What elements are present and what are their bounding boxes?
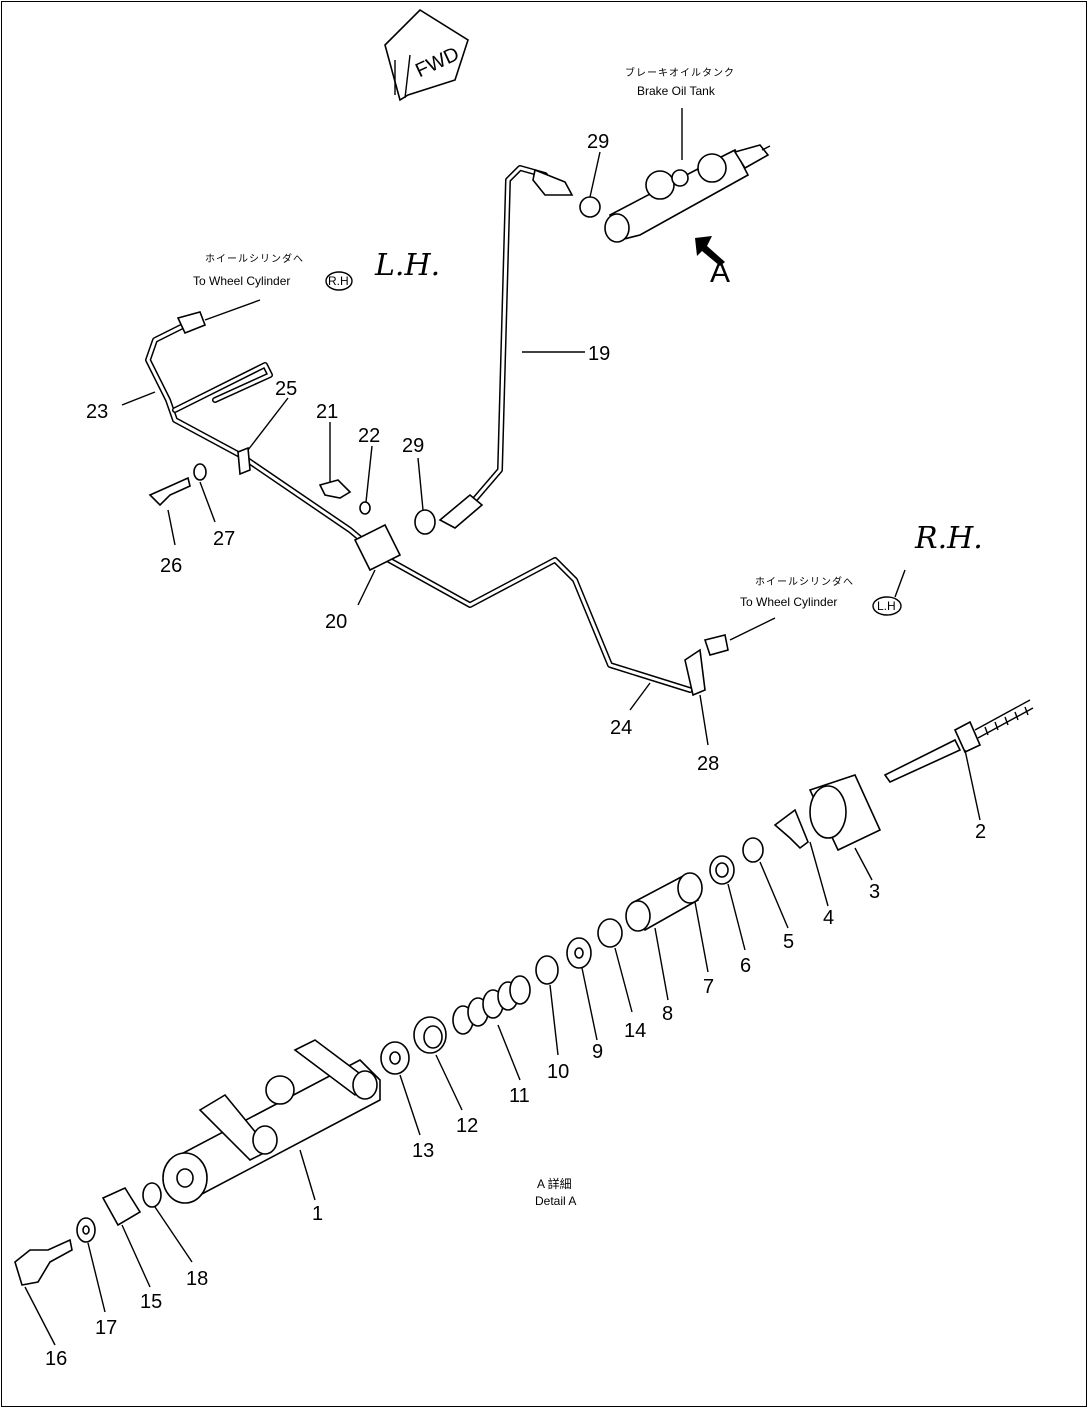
view-arrow-label: A (710, 256, 730, 289)
callout-26: 26 (160, 555, 182, 577)
callout-17: 17 (95, 1317, 117, 1339)
bolt-26 (148, 476, 191, 507)
fitting-24-end (703, 634, 729, 656)
view-arrow-a: A (695, 236, 730, 289)
callout-14: 14 (624, 1020, 646, 1042)
wheel-lh-handnote: L.H. (374, 248, 440, 283)
callout-11: 11 (509, 1085, 530, 1107)
callout-13: 13 (412, 1140, 434, 1162)
wheel-rh-label-en: To Wheel Cylinder (740, 595, 837, 609)
detail-a-master-cylinder (14, 699, 1034, 1286)
clamp-28 (684, 648, 706, 697)
pipe-19 (438, 165, 574, 529)
callout-27: 27 (213, 528, 235, 550)
callout-7: 7 (703, 976, 714, 998)
callout-29-upper: 29 (587, 131, 609, 153)
wheel-rh-handnote: R.H. (914, 521, 983, 556)
detail-a-label-jp: A 詳細 (537, 1176, 572, 1191)
brake-tank-label-jp: ブレーキオイルタンク (625, 66, 735, 79)
callout-4: 4 (823, 907, 834, 929)
callout-20: 20 (325, 611, 347, 633)
callout-23: 23 (86, 401, 108, 423)
callout-19: 19 (588, 343, 610, 365)
callout-29-lower: 29 (402, 435, 424, 457)
callout-8: 8 (662, 1003, 673, 1025)
wheel-rh-label-jp: ホイールシリンダへ (755, 575, 854, 588)
wheel-lh-label-jp: ホイールシリンダへ (205, 252, 304, 265)
washer-29-lower (414, 509, 436, 535)
detail-a-label-en: Detail A (535, 1194, 576, 1208)
callout-9: 9 (592, 1041, 603, 1063)
wheel-lh-label-en: To Wheel Cylinder (193, 274, 290, 288)
washer-27 (193, 463, 207, 481)
callout-16: 16 (45, 1348, 67, 1370)
callout-21: 21 (316, 401, 338, 423)
wheel-rh-badge: L.H (877, 599, 896, 613)
callout-6: 6 (740, 955, 751, 977)
wheel-rh-leader (729, 617, 776, 641)
three-way-joint-20 (353, 523, 402, 572)
callout-18: 18 (186, 1268, 208, 1290)
callout-12: 12 (456, 1115, 478, 1137)
callout-10: 10 (547, 1061, 569, 1083)
callout-22: 22 (358, 425, 380, 447)
callout-15: 15 (140, 1291, 162, 1313)
callout-24: 24 (610, 717, 632, 739)
washer-22 (359, 501, 371, 515)
pipe-23-24 (145, 311, 693, 693)
clamp-25 (237, 446, 251, 476)
master-cylinder-small (604, 144, 771, 243)
bolt-21 (318, 479, 352, 499)
callout-numbers: 1 2 3 4 5 6 7 8 9 10 11 12 13 14 15 16 1… (45, 131, 986, 1370)
callout-25: 25 (275, 378, 297, 400)
callout-28: 28 (697, 753, 719, 775)
wheel-lh-leader (204, 299, 261, 321)
callout-3: 3 (869, 881, 880, 903)
callout-leaders (24, 151, 981, 1346)
brake-tank-label-en: Brake Oil Tank (637, 84, 716, 98)
fwd-symbol: FWD (384, 8, 469, 102)
callout-2: 2 (975, 821, 986, 843)
callout-1: 1 (312, 1203, 323, 1225)
wheel-lh-badge: R.H (328, 274, 349, 288)
callout-5: 5 (783, 931, 794, 953)
